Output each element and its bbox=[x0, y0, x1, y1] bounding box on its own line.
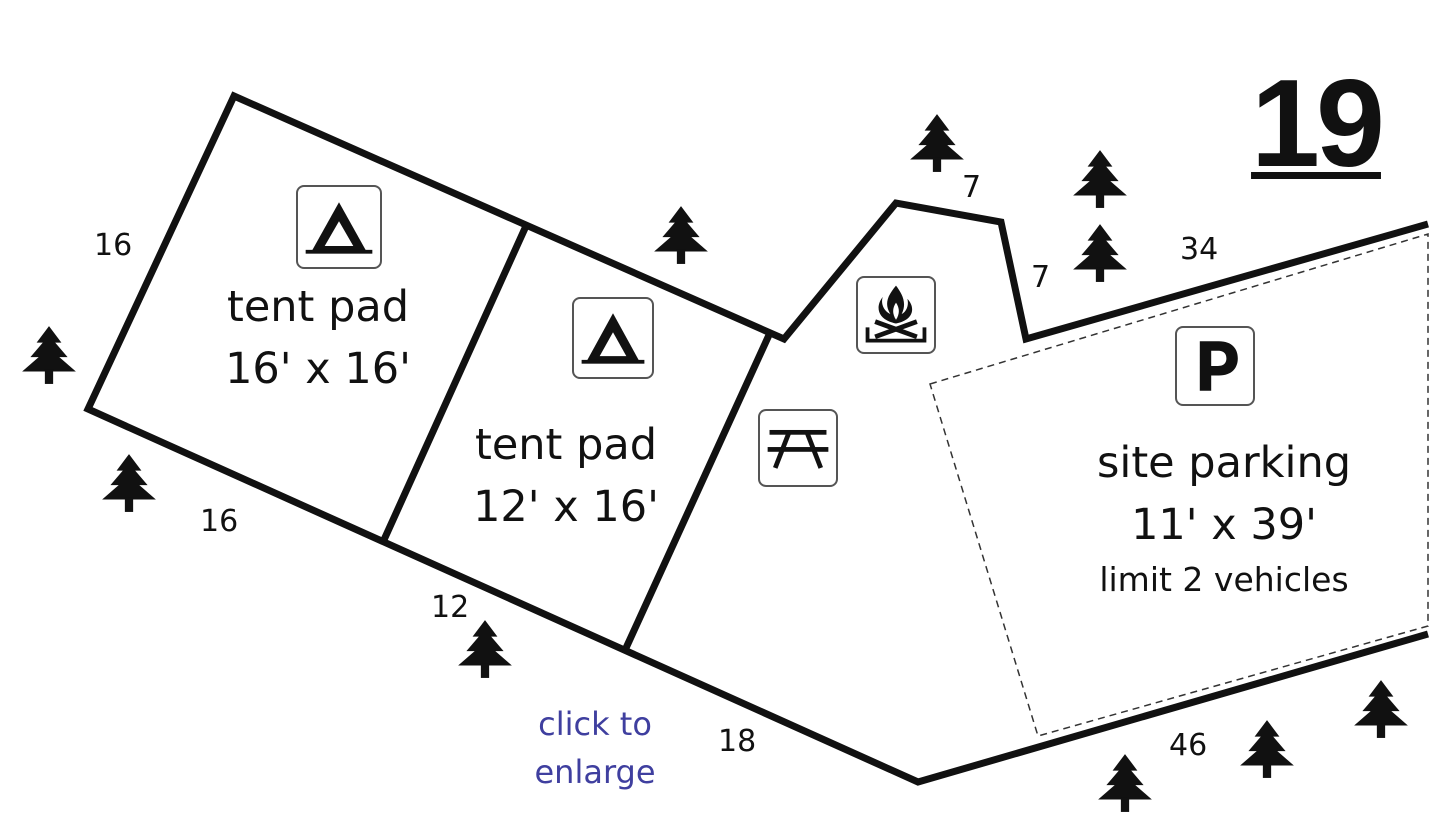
parking-area-outline bbox=[929, 232, 1429, 737]
tree-icon bbox=[910, 114, 964, 172]
parking-size: 11' x 39' bbox=[1131, 500, 1317, 550]
dimension-bottom-pad1: 16 bbox=[200, 504, 239, 539]
site-boundary bbox=[83, 91, 1429, 786]
tent-pad-divider-2 bbox=[622, 333, 773, 650]
site-number: 19 bbox=[1251, 55, 1385, 193]
tent-pad-1-size: 16' x 16' bbox=[225, 344, 411, 394]
dimension-top-right: 34 bbox=[1180, 232, 1219, 267]
tree-icon bbox=[22, 326, 76, 384]
parking-icon bbox=[1175, 326, 1255, 406]
dimension-bottom-pad2: 12 bbox=[431, 590, 470, 625]
tree-icon bbox=[1354, 680, 1408, 738]
dimension-notch-side: 7 bbox=[1031, 260, 1051, 295]
tree-icon bbox=[1073, 224, 1127, 282]
tree-icon bbox=[1240, 720, 1294, 778]
tent-icon bbox=[296, 185, 382, 269]
tent-pad-1-title: tent pad bbox=[226, 282, 410, 332]
tree-icon bbox=[458, 620, 512, 678]
tent-pad-2-title: tent pad bbox=[474, 420, 658, 470]
tree-icon bbox=[1098, 754, 1152, 812]
enlarge-link-text[interactable]: click to enlarge bbox=[534, 705, 656, 791]
picnic-table-icon bbox=[758, 409, 838, 487]
tent-pad-2-size: 12' x 16' bbox=[473, 482, 659, 532]
click-to-enlarge-link[interactable]: click to enlarge bbox=[520, 700, 670, 796]
parking-note: limit 2 vehicles bbox=[1099, 560, 1349, 599]
tent-pad-divider-1 bbox=[379, 224, 530, 544]
tree-icon bbox=[1073, 150, 1127, 208]
campfire-icon bbox=[856, 276, 936, 354]
parking-title: site parking bbox=[1096, 438, 1352, 488]
dimension-bottom-right: 46 bbox=[1169, 728, 1208, 763]
dimension-notch-top: 7 bbox=[962, 170, 982, 205]
tree-icon bbox=[654, 206, 708, 264]
tent-icon bbox=[572, 297, 654, 379]
dimension-bottom-mid: 18 bbox=[718, 724, 757, 759]
tree-icon bbox=[102, 454, 156, 512]
dimension-left-side: 16 bbox=[94, 228, 133, 263]
